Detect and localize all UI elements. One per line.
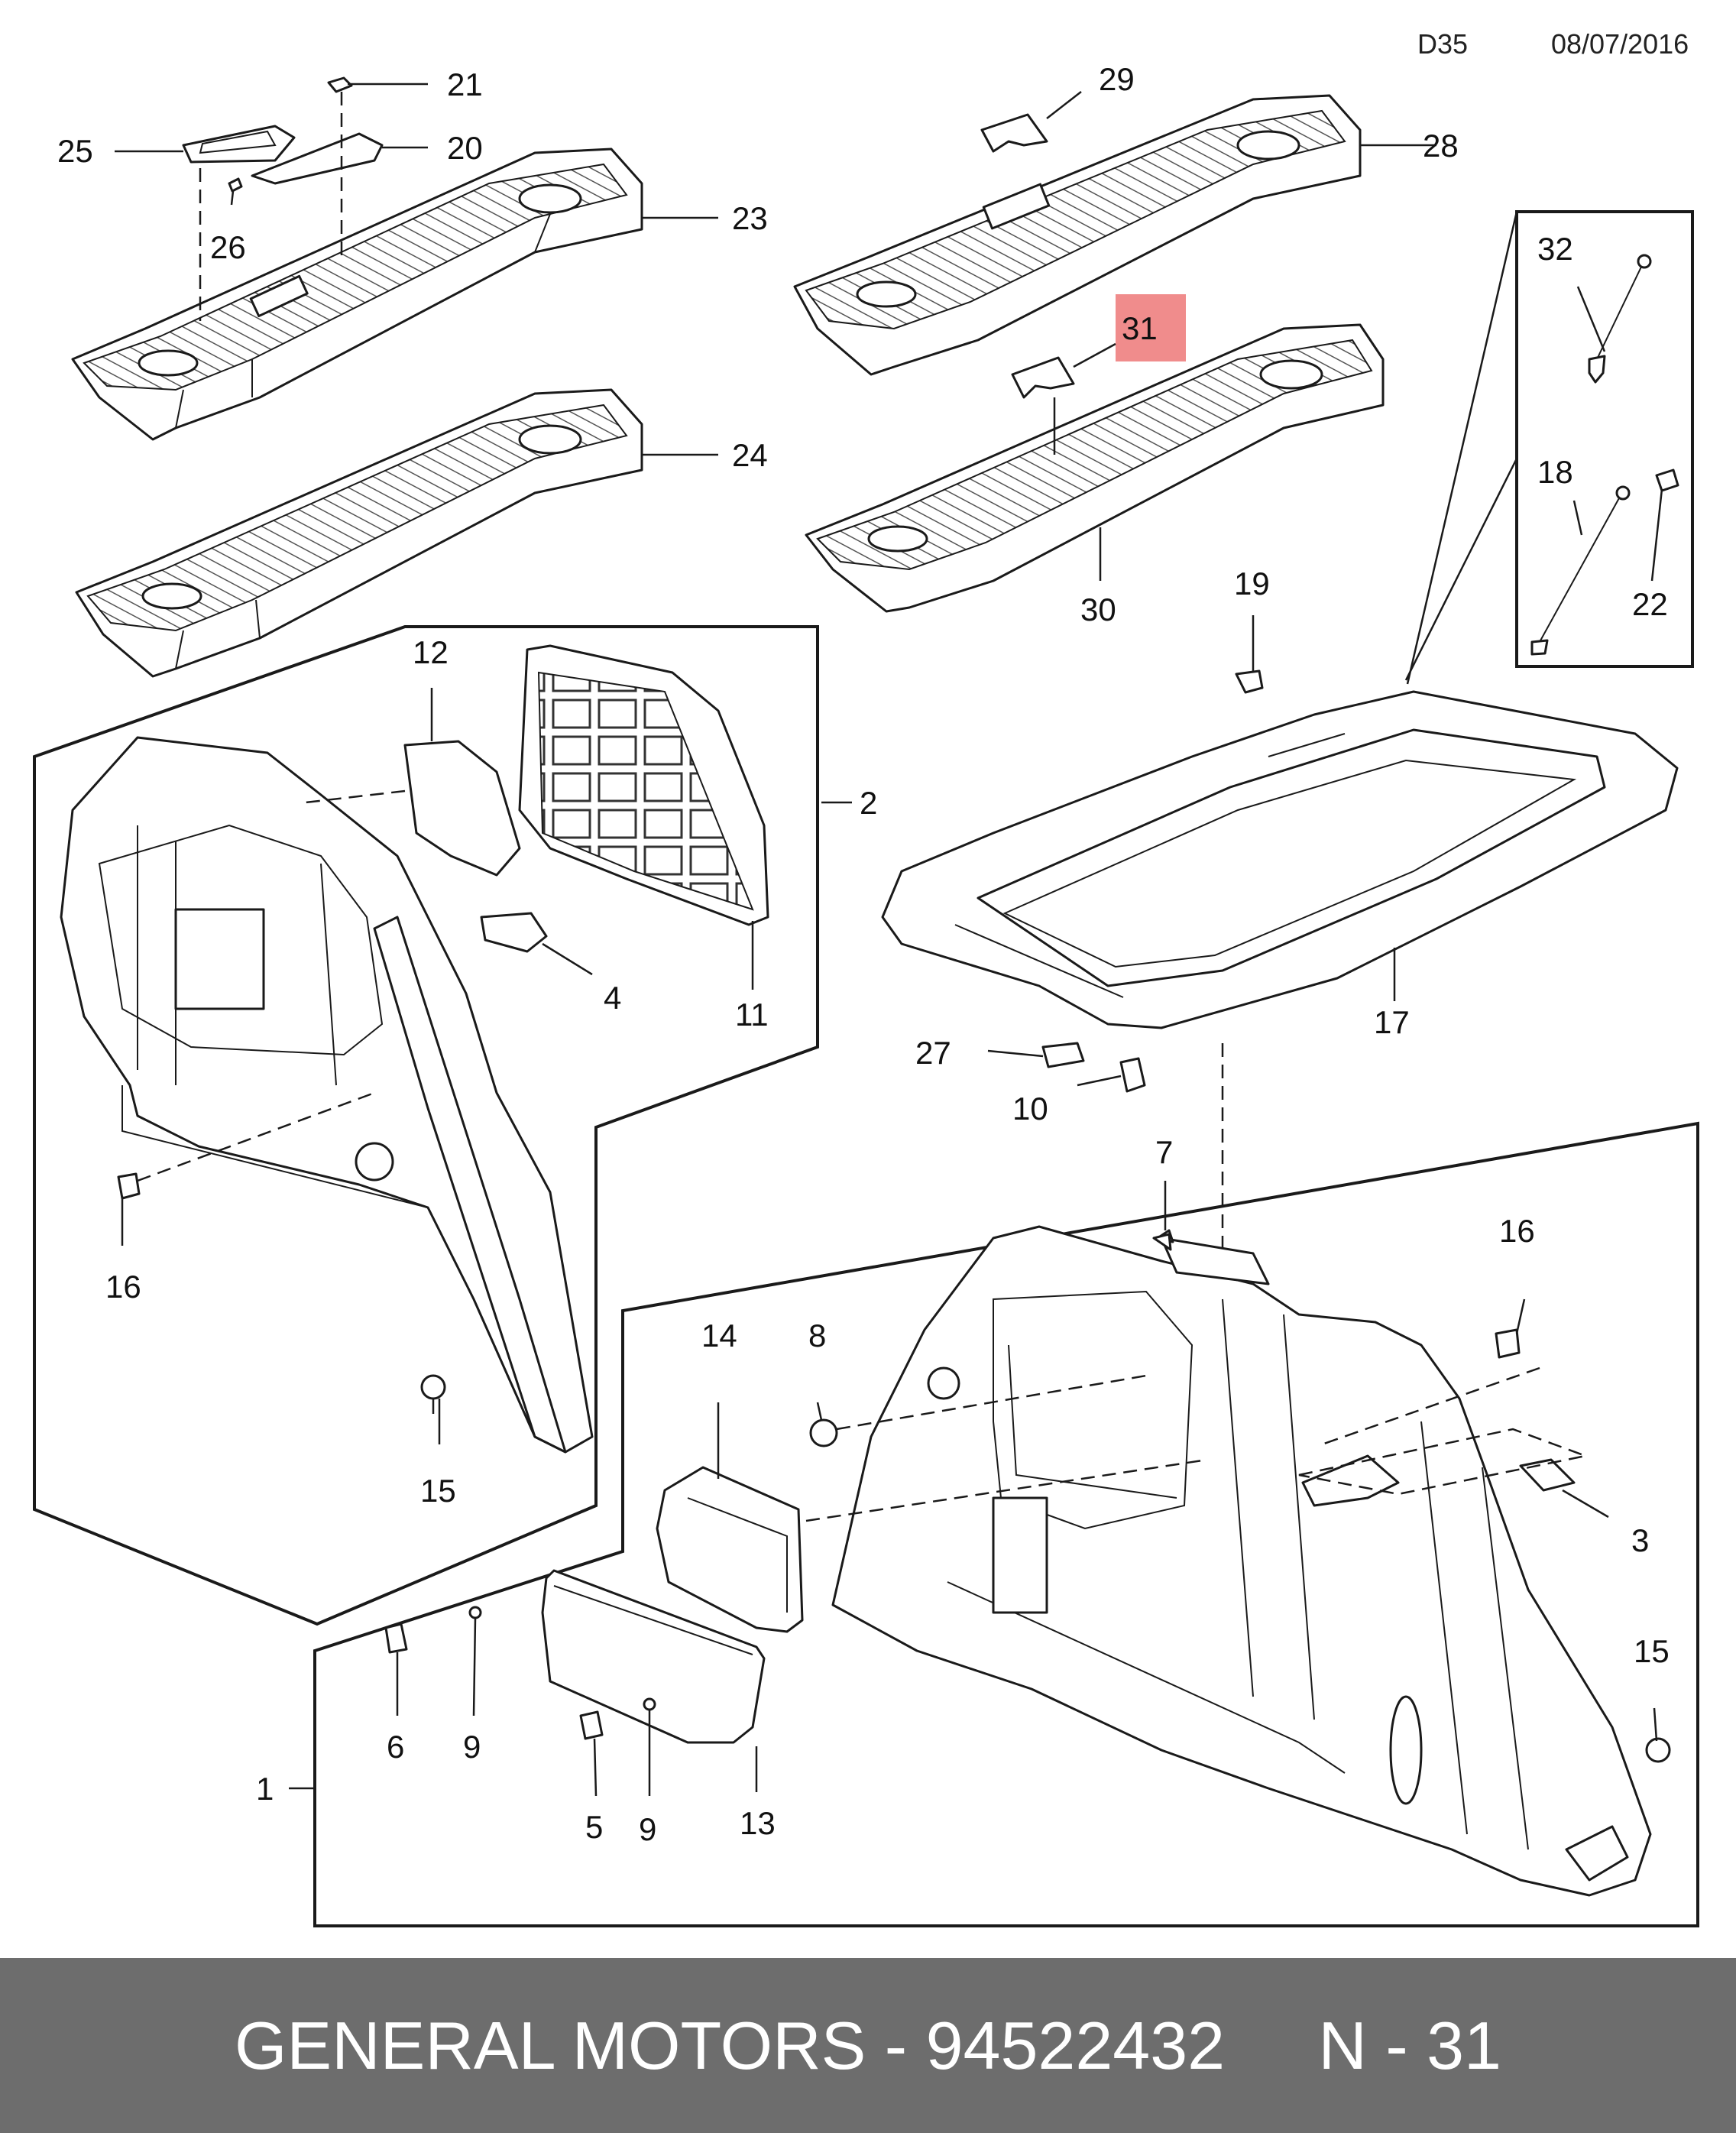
callout-11: 11 <box>735 997 769 1032</box>
diagram-code: D35 <box>1417 28 1468 60</box>
callout-14: 14 <box>701 1318 737 1353</box>
pocket-25 <box>182 125 296 164</box>
callout-12: 12 <box>413 634 449 670</box>
quarter-panel-left <box>60 736 594 1454</box>
screw-26 <box>228 177 243 206</box>
dash-8 <box>836 1374 1147 1431</box>
callout-labels: 25 21 20 26 23 24 29 28 31 30 19 32 18 2… <box>57 61 1670 1847</box>
footer-separator: - <box>866 2007 926 2083</box>
dash-14 <box>805 1458 1208 1522</box>
clip-16-left <box>117 1172 141 1200</box>
group-box-1 <box>313 1121 1699 1927</box>
clip-27 <box>1041 1042 1085 1068</box>
cap-6 <box>384 1622 408 1654</box>
footer-ref-number: 31 <box>1427 2007 1501 2083</box>
callout-29: 29 <box>1099 61 1135 97</box>
callout-19: 19 <box>1234 566 1270 601</box>
callout-8: 8 <box>808 1318 826 1353</box>
cover-12 <box>403 740 521 877</box>
dash-12 <box>305 789 406 804</box>
group-box-2 <box>33 625 819 1626</box>
callout-9a: 9 <box>463 1729 481 1765</box>
footer-ref-prefix: N - <box>1318 2007 1427 2083</box>
quarter-panel-right <box>831 1225 1652 1897</box>
callout-16-right: 16 <box>1499 1213 1535 1249</box>
callout-10: 10 <box>1012 1091 1048 1126</box>
callout-26: 26 <box>210 229 246 265</box>
callout-15-left: 15 <box>420 1473 456 1509</box>
clip-16-right <box>1495 1328 1521 1359</box>
callout-25: 25 <box>57 133 93 169</box>
sill-plate-30 <box>805 323 1385 613</box>
highlight-box-31 <box>1116 294 1186 361</box>
callout-6: 6 <box>387 1729 404 1765</box>
cover-4 <box>480 912 548 953</box>
cargo-cover-17 <box>881 690 1679 1029</box>
sill-plate-23 <box>71 147 643 441</box>
group-box-straps <box>1515 210 1694 668</box>
callout-17: 17 <box>1374 1004 1410 1040</box>
footer-part-number: 94522432 <box>925 2007 1226 2083</box>
callout-2: 2 <box>860 785 877 821</box>
callout-30: 30 <box>1080 592 1116 627</box>
dash-16-right <box>1321 1366 1540 1446</box>
clip-19 <box>1235 669 1264 694</box>
footer-gap <box>1225 2007 1318 2085</box>
callout-20: 20 <box>447 130 483 166</box>
fastener-15-left <box>420 1374 446 1414</box>
callout-13: 13 <box>740 1805 776 1841</box>
grille-11 <box>518 644 769 926</box>
clip-10 <box>1119 1057 1146 1093</box>
callout-7: 7 <box>1155 1134 1173 1170</box>
callout-18: 18 <box>1537 454 1573 490</box>
screw-9b <box>643 1697 656 1711</box>
callout-24: 24 <box>732 437 768 473</box>
leader-lines <box>115 83 1663 1797</box>
callout-1: 1 <box>256 1771 274 1807</box>
callout-9b: 9 <box>639 1811 656 1847</box>
trim-13 <box>541 1569 766 1744</box>
dash-3 <box>1298 1428 1589 1496</box>
sill-plate-24 <box>75 388 643 678</box>
callout-23: 23 <box>732 200 768 236</box>
parts-diagram: D35 08/07/2016 <box>33 28 1699 1927</box>
screw-9a <box>468 1606 482 1619</box>
clip-21 <box>327 76 353 93</box>
callout-15-right: 15 <box>1634 1633 1670 1669</box>
cap-5 <box>579 1710 604 1740</box>
footer-banner: GENERAL MOTORS - 94522432 N - 31 <box>0 1958 1736 2133</box>
callout-5: 5 <box>585 1809 603 1845</box>
clip-7 <box>1152 1233 1172 1251</box>
strap-32 <box>1588 254 1652 384</box>
diagram-date: 08/07/2016 <box>1551 28 1689 60</box>
fastener-15-right <box>1645 1737 1671 1763</box>
fastener-22 <box>1655 468 1679 492</box>
callout-21: 21 <box>447 66 483 102</box>
callout-31: 31 <box>1122 310 1158 346</box>
callout-4: 4 <box>604 980 621 1016</box>
pad-3 <box>1519 1458 1576 1492</box>
link-line-b <box>1404 458 1518 681</box>
cover-31 <box>1011 356 1075 455</box>
callout-32: 32 <box>1537 231 1573 267</box>
cover-14 <box>656 1466 804 1633</box>
callout-22: 22 <box>1632 586 1668 622</box>
link-line-a <box>1406 211 1518 685</box>
footer-brand: GENERAL MOTORS <box>234 2007 866 2083</box>
callout-28: 28 <box>1423 128 1459 164</box>
callout-3: 3 <box>1631 1522 1649 1558</box>
callout-16-left: 16 <box>105 1269 141 1305</box>
callout-27: 27 <box>915 1035 951 1071</box>
strap-18 <box>1530 485 1631 656</box>
cover-29 <box>980 113 1048 153</box>
plug-8 <box>809 1418 838 1447</box>
sill-plate-28 <box>793 94 1362 376</box>
